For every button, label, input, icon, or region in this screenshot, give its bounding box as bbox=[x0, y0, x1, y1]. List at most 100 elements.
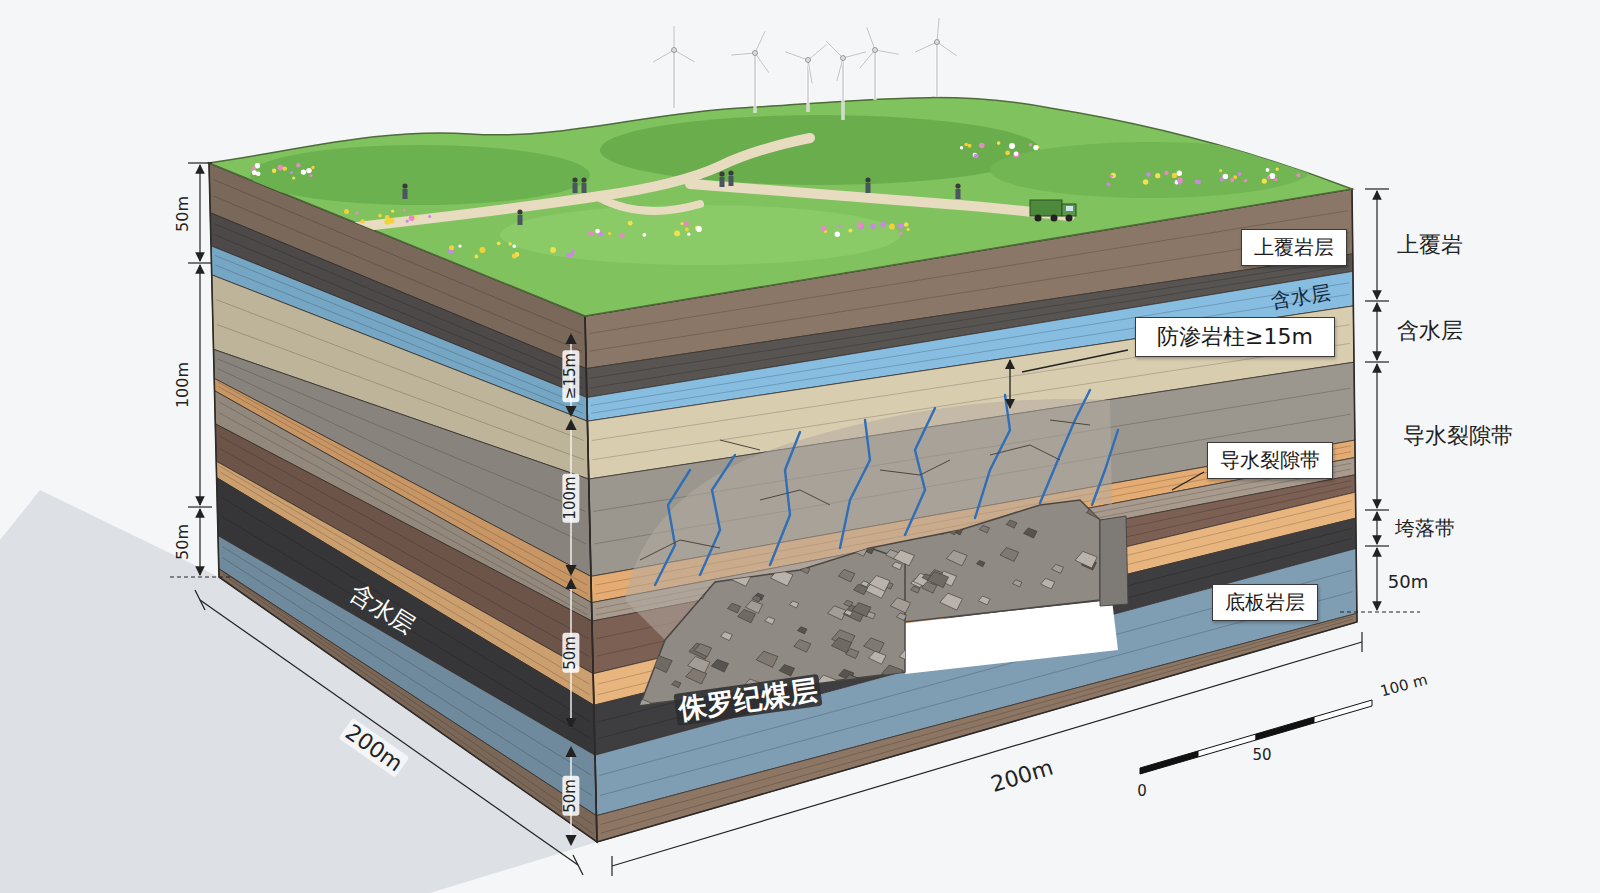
rock-fragment bbox=[953, 690, 964, 698]
dim-line bbox=[1376, 364, 1377, 508]
rock-fragment bbox=[892, 562, 902, 570]
scale-label: 50 bbox=[1249, 747, 1274, 764]
water-crack bbox=[840, 420, 870, 548]
flower bbox=[643, 233, 647, 237]
rock-fragment bbox=[884, 694, 893, 701]
road bbox=[600, 198, 700, 211]
rock-fragment bbox=[966, 494, 976, 502]
rock-fragment bbox=[1001, 640, 1012, 648]
rock-fragment bbox=[854, 584, 868, 595]
flower bbox=[979, 143, 985, 149]
rock-fragment bbox=[838, 569, 855, 582]
turbine-blade-edge bbox=[860, 50, 875, 68]
flower bbox=[296, 163, 300, 167]
rock-fragment bbox=[697, 552, 715, 566]
turbine-hub bbox=[935, 40, 940, 45]
turbine-blade bbox=[937, 18, 939, 42]
flower bbox=[389, 218, 395, 224]
face-dimensions bbox=[570, 334, 571, 845]
wheel bbox=[1051, 215, 1058, 222]
rock-fragment bbox=[943, 678, 955, 687]
rock-fragment bbox=[831, 638, 851, 653]
turbine-blade bbox=[731, 53, 755, 55]
rock-fragment bbox=[835, 502, 859, 520]
rock-fragment bbox=[801, 567, 810, 574]
rock-fragment bbox=[732, 572, 751, 586]
person-body bbox=[720, 177, 725, 187]
rock-fragment bbox=[850, 522, 866, 534]
dimension-label: 50m bbox=[1385, 572, 1431, 593]
turbine-outline bbox=[843, 58, 844, 120]
flower bbox=[301, 169, 306, 174]
dim-line bbox=[612, 642, 1362, 866]
turbine-blade bbox=[875, 50, 899, 54]
rock-fragment bbox=[844, 675, 859, 686]
rock-fragment bbox=[1052, 634, 1066, 644]
flower bbox=[403, 209, 406, 212]
rock-fragment bbox=[818, 546, 836, 559]
rock-fragment bbox=[688, 562, 698, 569]
rock-fragment bbox=[1066, 672, 1086, 687]
flower bbox=[681, 222, 684, 225]
rock-fragment bbox=[653, 576, 672, 590]
tick bbox=[1365, 188, 1389, 189]
flower bbox=[1164, 171, 1168, 175]
flower bbox=[1005, 151, 1010, 156]
rock-fragment bbox=[696, 537, 711, 548]
leader-lines bbox=[1010, 350, 1204, 490]
rock-fragment bbox=[1039, 612, 1052, 622]
rock-fragment bbox=[1095, 492, 1105, 499]
flower bbox=[475, 255, 479, 259]
layer-label: 含水层 bbox=[342, 578, 423, 643]
flower bbox=[898, 223, 904, 229]
rock-fragment bbox=[945, 677, 957, 686]
flower bbox=[870, 224, 875, 229]
scale-segment bbox=[1140, 751, 1198, 774]
flower bbox=[292, 176, 295, 179]
rock-fragment bbox=[723, 557, 732, 563]
rock-fragment bbox=[893, 550, 914, 566]
dim-line bbox=[199, 265, 200, 505]
rock-fragment bbox=[882, 665, 904, 681]
rock-fragment bbox=[911, 518, 930, 532]
coal-seam-label: 侏罗纪煤层 bbox=[673, 674, 822, 726]
leader-line bbox=[1022, 350, 1128, 372]
flower bbox=[344, 209, 349, 214]
truck-cab bbox=[1062, 204, 1076, 216]
turbine-blade-edge bbox=[937, 18, 939, 42]
flower bbox=[252, 166, 256, 170]
turbine-blade bbox=[674, 50, 695, 62]
tick bbox=[170, 576, 230, 577]
turbine-blade-edge bbox=[674, 26, 675, 50]
flower bbox=[512, 254, 517, 259]
rock-fragment bbox=[894, 495, 907, 505]
flower bbox=[1262, 179, 1267, 184]
turbine-blade bbox=[785, 52, 808, 60]
flower bbox=[497, 241, 501, 245]
turbine-blade-edge bbox=[755, 31, 765, 53]
water-crack bbox=[905, 408, 935, 535]
turbine-tower bbox=[842, 58, 845, 120]
turbine-tower bbox=[673, 50, 676, 108]
rock-fragment bbox=[644, 609, 663, 624]
road bbox=[690, 184, 1070, 216]
flower bbox=[306, 168, 311, 173]
rock-crack bbox=[760, 490, 830, 505]
flowers bbox=[252, 141, 1301, 258]
flower bbox=[1274, 178, 1277, 181]
scale-segment bbox=[1256, 717, 1314, 740]
rock-fragment bbox=[828, 606, 847, 620]
rock-fragment bbox=[911, 586, 920, 593]
flower bbox=[964, 143, 968, 147]
flower bbox=[1238, 172, 1242, 176]
tick bbox=[1365, 300, 1389, 301]
zone-label: 导水裂隙带 bbox=[1400, 423, 1516, 448]
dim-line bbox=[199, 165, 200, 261]
water-crack bbox=[1040, 390, 1090, 503]
turbine-blade-edge bbox=[937, 42, 957, 56]
turbine-blade bbox=[843, 52, 866, 58]
flower bbox=[406, 220, 409, 223]
flower bbox=[588, 231, 593, 236]
flower bbox=[513, 244, 517, 248]
